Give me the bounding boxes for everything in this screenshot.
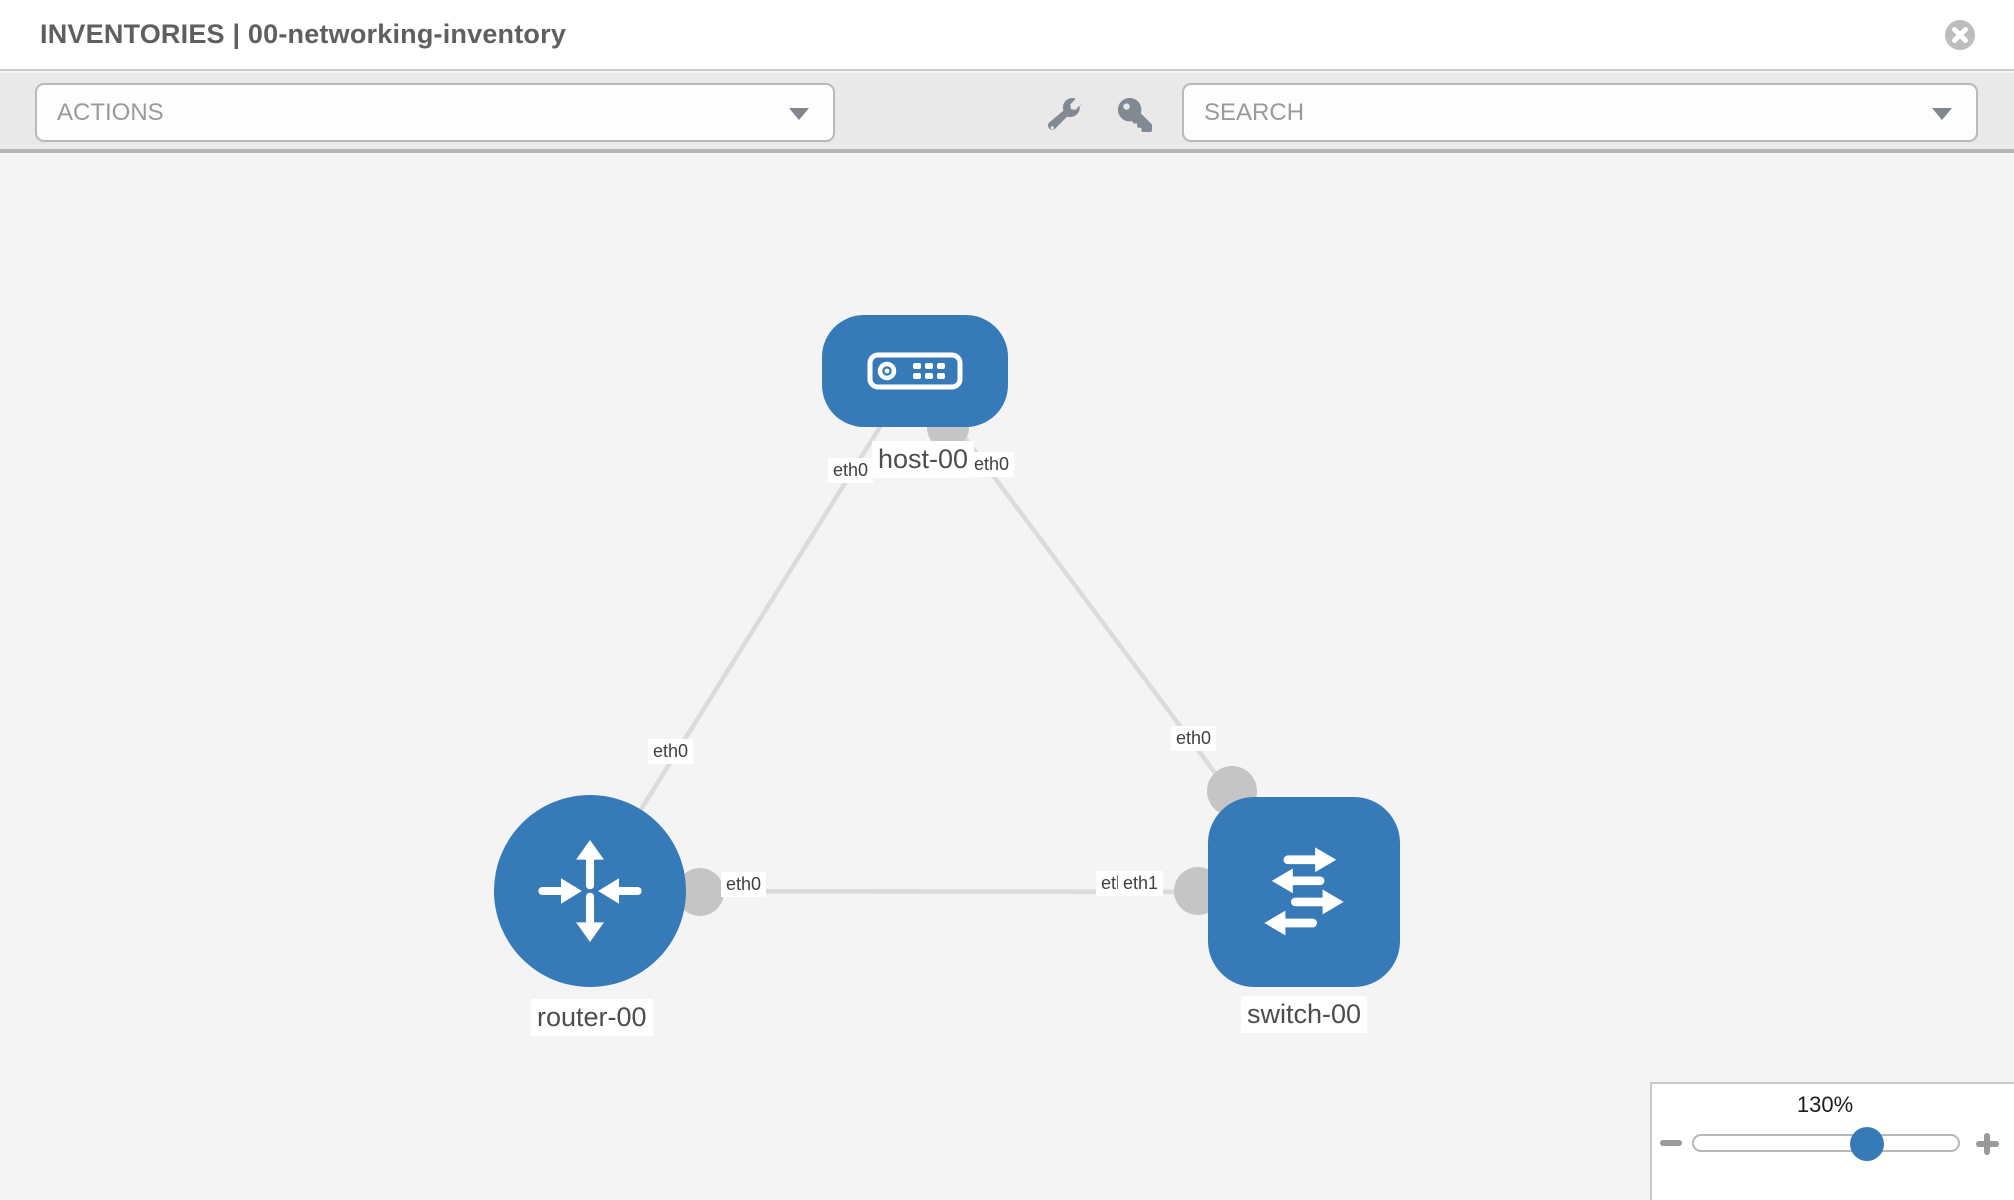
credentials-button[interactable] [1118,98,1152,132]
zoom-level: 130% [1796,1092,1854,1117]
interface-label-switch-eth0-top: eth0 [1171,726,1217,751]
caret-down-icon [789,108,809,120]
interface-label-switch-eth1-left: eth1 [1118,871,1164,896]
connector-dot-router-right [676,868,724,916]
node-switch-00[interactable] [1208,797,1400,987]
node-router-00[interactable] [494,795,686,987]
actions-dropdown[interactable]: ACTIONS [35,83,835,142]
node-label-host-00: host-00 [872,441,975,478]
toolbar: ACTIONS SEARCH [0,73,2014,153]
configure-button[interactable] [1047,98,1082,132]
router-arrows-icon [538,839,642,943]
interface-label-host-eth0-right: eth0 [969,452,1015,477]
node-label-switch-00: switch-00 [1241,996,1368,1033]
zoom-panel: 130% [1650,1082,2014,1200]
close-icon [1945,20,1975,50]
actions-dropdown-label: ACTIONS [57,98,164,126]
header: INVENTORIES | 00-networking-inventory [0,0,2014,71]
minus-icon[interactable] [1660,1140,1682,1146]
key-icon [1118,98,1152,132]
close-button[interactable] [1944,19,1976,51]
interface-label-router-eth0-right: eth0 [721,872,767,897]
node-host-00[interactable] [822,315,1008,427]
interface-label-router-eth0-top: eth0 [648,739,694,764]
page-title: INVENTORIES | 00-networking-inventory [40,19,567,49]
interface-label-host-eth0-left: eth0 [828,458,874,483]
node-label-router-00: router-00 [531,999,653,1036]
zoom-slider[interactable] [1692,1127,1960,1161]
switch-arrows-icon [1264,847,1344,936]
zoom-slider-thumb[interactable] [1850,1127,1884,1161]
wrench-icon [1047,98,1082,130]
search-dropdown-label: SEARCH [1204,98,1305,126]
plus-icon[interactable] [1975,1131,2000,1156]
link-host-router [588,369,917,893]
search-dropdown[interactable]: SEARCH [1182,83,1978,142]
caret-down-icon [1932,108,1952,120]
server-icon [867,352,963,390]
